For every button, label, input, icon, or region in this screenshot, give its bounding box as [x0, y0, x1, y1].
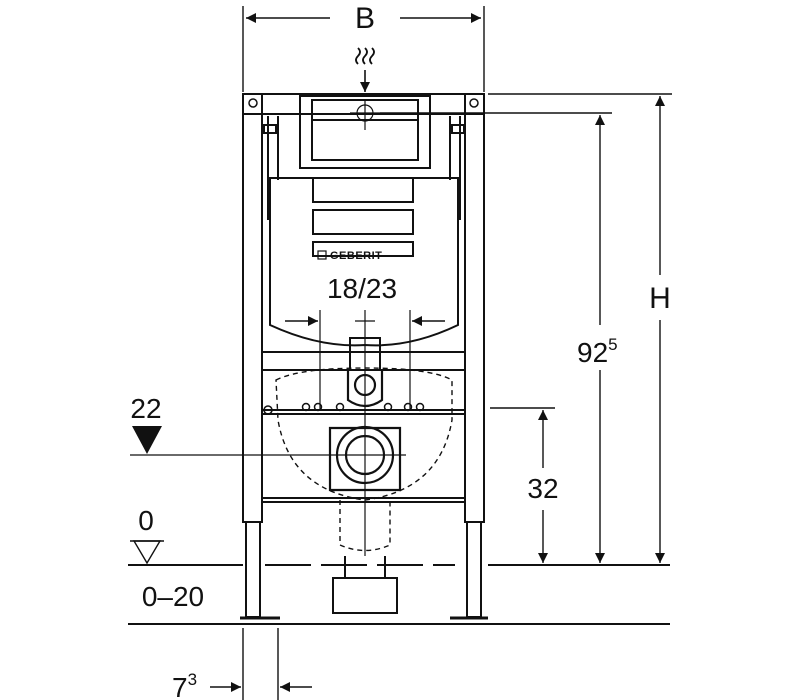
label-width: B — [355, 2, 375, 35]
dimension-925 — [380, 112, 612, 563]
label-floor-range: 0–20 — [142, 581, 204, 612]
label-floor-zero: 0 — [138, 505, 154, 536]
brand-logo: GEBERIT — [317, 250, 382, 262]
installation-frame — [240, 93, 488, 620]
label-height-32: 32 — [527, 473, 558, 504]
dimension-32 — [490, 407, 555, 563]
water-inlet-icon — [355, 47, 375, 65]
floor-level-marker — [130, 540, 164, 565]
label-spacing: 18/23 — [327, 273, 397, 304]
waste-pipe — [332, 556, 398, 614]
water-inlet-mark — [356, 104, 374, 122]
label-height-22: 22 — [130, 393, 161, 424]
centre-lines — [130, 100, 411, 556]
cistern — [263, 95, 465, 371]
dimension-h — [488, 93, 672, 563]
frame-bolts — [248, 98, 479, 108]
floor-lines — [128, 564, 670, 625]
brand-logo-text: GEBERIT — [330, 250, 382, 262]
label-offset: 73 — [172, 670, 197, 700]
level-22-marker — [132, 426, 162, 454]
label-height-925: 925 — [577, 335, 618, 368]
dimension-b — [242, 6, 485, 92]
fixing-points — [263, 402, 425, 415]
label-height: H — [649, 282, 671, 315]
wc-bowl-outline — [275, 367, 453, 552]
dimension-offset — [210, 628, 312, 700]
